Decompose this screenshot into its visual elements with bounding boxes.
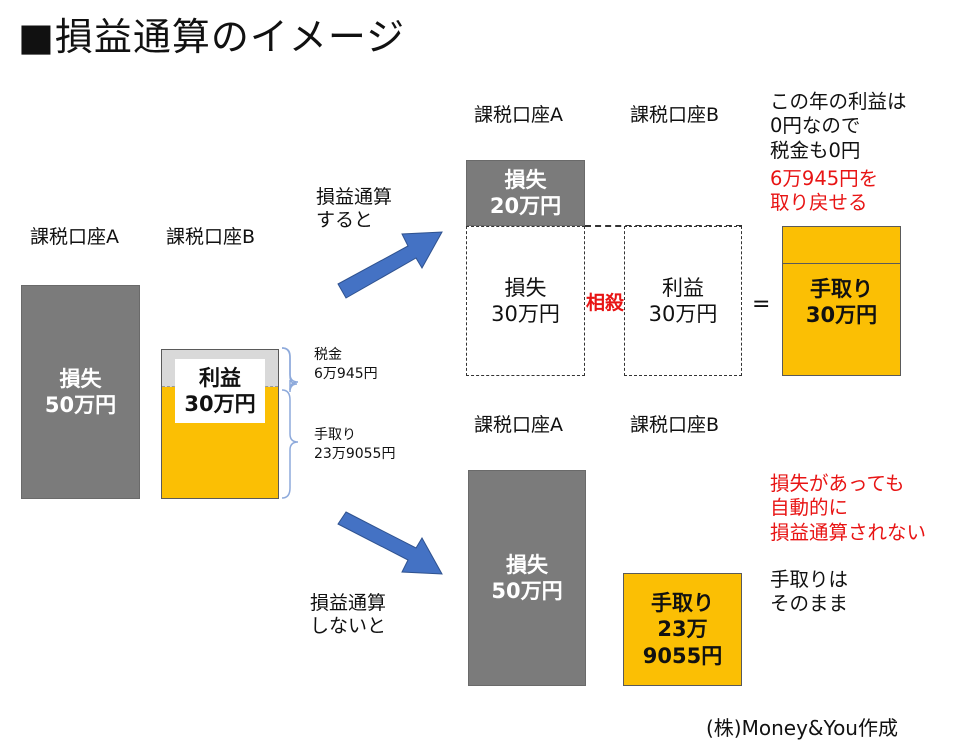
top-loss-offset-box: 損失 30万円 <box>466 226 585 376</box>
cancel-label: 相殺 <box>586 292 625 314</box>
bottom-net-box: 手取り 23万 9055円 <box>623 573 742 686</box>
left-label-account-b: 課税口座B <box>166 226 256 248</box>
top-net-box-frame <box>782 226 901 376</box>
top-label-account-a: 課税口座A <box>474 104 563 126</box>
top-profit-offset-box: 利益 30万円 <box>624 226 742 376</box>
top-net-box: 手取り 30万円 <box>805 276 878 327</box>
top-note-black: この年の利益は 0円なので 税金も0円 <box>770 90 907 162</box>
caption-without-offset: 損益通算 しないと <box>310 592 387 638</box>
left-loss-box: 損失 50万円 <box>21 285 140 499</box>
top-note-red: 6万945円を 取り戻せる <box>770 167 879 215</box>
net-brace-icon <box>281 389 299 499</box>
arrow-up-icon <box>337 231 443 299</box>
bottom-loss-box: 損失 50万円 <box>468 470 586 686</box>
bottom-label-account-a: 課税口座A <box>474 414 563 436</box>
brace-icons <box>281 347 299 499</box>
caption-with-offset: 損益通算 すると <box>316 186 393 232</box>
tax-note: 税金 6万945円 <box>314 347 378 382</box>
bottom-label-account-b: 課税口座B <box>630 414 720 436</box>
net-divider <box>783 263 900 264</box>
credit-text: (株)Money&You作成 <box>706 716 898 740</box>
arrow-down-icon <box>337 511 443 575</box>
left-profit-label: 利益 30万円 <box>175 359 265 423</box>
bottom-note-black: 手取りは そのまま <box>770 568 849 616</box>
bottom-note-red: 損失があっても 自動的に 損益通算されない <box>770 472 927 544</box>
top-loss-remaining-box: 損失 20万円 <box>466 160 585 226</box>
left-label-account-a: 課税口座A <box>30 226 119 248</box>
top-label-account-b: 課税口座B <box>630 104 720 126</box>
page-title: ■損益通算のイメージ <box>18 15 406 59</box>
equals-sign: = <box>752 292 771 317</box>
net-note: 手取り 23万9055円 <box>314 427 396 462</box>
